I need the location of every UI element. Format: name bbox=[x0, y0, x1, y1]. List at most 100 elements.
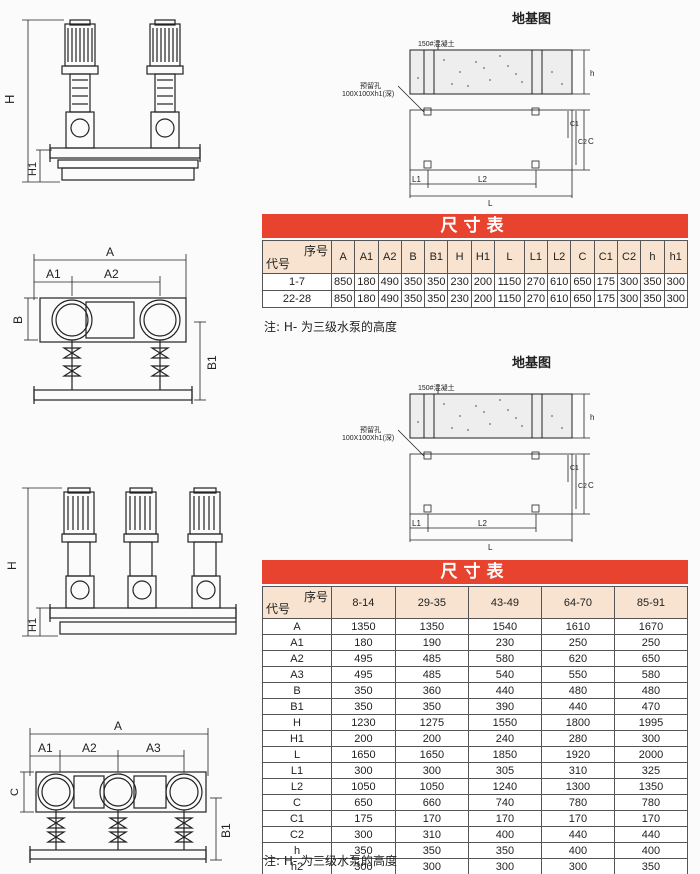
two-pump-side-view: H H1 bbox=[2, 19, 201, 183]
table-cell: 480 bbox=[540, 682, 615, 699]
table2-corner-cell: 序号 代号 bbox=[262, 586, 332, 619]
table-cell: 230 bbox=[467, 634, 542, 651]
table2-col-header: 64-70 bbox=[540, 586, 615, 619]
row-code: B bbox=[262, 682, 332, 699]
table1-col-header: C bbox=[570, 240, 595, 274]
table-cell: 300 bbox=[467, 858, 542, 874]
table-cell: 610 bbox=[547, 273, 572, 291]
row-code: A2 bbox=[262, 650, 332, 667]
table1-col-header: C2 bbox=[616, 240, 642, 274]
table-cell: 230 bbox=[447, 273, 472, 291]
table-cell: 175 bbox=[593, 290, 618, 308]
table-cell: 1350 bbox=[394, 618, 469, 635]
table-cell: 400 bbox=[613, 842, 689, 859]
table-cell: 650 bbox=[570, 290, 595, 308]
table-row: 22-28 850 180 490 350 350 230 200 1150 2… bbox=[262, 290, 689, 308]
table-cell: 300 bbox=[540, 858, 615, 874]
table-cell: 170 bbox=[613, 810, 689, 827]
two-pump-h1-label: H1 bbox=[27, 162, 39, 176]
table-cell: 780 bbox=[613, 794, 689, 811]
table-cell: 1650 bbox=[331, 746, 396, 763]
table-cell: 310 bbox=[394, 826, 469, 843]
table1-col-header: A2 bbox=[377, 240, 402, 274]
table-cell: 350 bbox=[394, 842, 469, 859]
table-cell: 170 bbox=[467, 810, 542, 827]
table-cell: 540 bbox=[467, 666, 542, 683]
row-code: A bbox=[262, 618, 332, 635]
row-code: C2 bbox=[262, 826, 332, 843]
foundation2-concrete-label: 150#混凝土 bbox=[418, 383, 455, 392]
foundation2-hole-label: 预留孔 bbox=[360, 425, 381, 434]
table-cell: 270 bbox=[523, 290, 549, 308]
table1-corner-bottom: 代号 bbox=[266, 257, 291, 271]
table-cell: 2000 bbox=[613, 746, 689, 763]
table-cell: 1610 bbox=[540, 618, 615, 635]
foundation1-l-label: L bbox=[488, 199, 493, 208]
table-cell: 1920 bbox=[540, 746, 615, 763]
table-cell: 190 bbox=[394, 634, 469, 651]
three-pump-side-view: H H1 bbox=[5, 487, 237, 637]
table2-corner-top: 序号 bbox=[303, 590, 328, 604]
three-pump-h-label: H bbox=[5, 561, 19, 570]
foundation-title-1: 地基图 bbox=[512, 12, 552, 27]
table-cell: 1150 bbox=[494, 273, 525, 291]
table-cell: 850 bbox=[330, 273, 356, 291]
foundation2-c1-label: C1 bbox=[570, 465, 579, 472]
table-cell: 1850 bbox=[467, 746, 542, 763]
table-cell: 300 bbox=[394, 858, 469, 874]
table-cell: 350 bbox=[331, 698, 396, 715]
table-cell: 490 bbox=[377, 273, 402, 291]
table2-note: 注: H- 为三级水泵的高度 bbox=[264, 854, 398, 868]
table-cell: 440 bbox=[540, 698, 615, 715]
table-cell: 1800 bbox=[540, 714, 615, 731]
table-cell: 200 bbox=[331, 730, 396, 747]
table-cell: 850 bbox=[330, 290, 356, 308]
table-cell: 400 bbox=[540, 842, 615, 859]
table-cell: 180 bbox=[331, 634, 396, 651]
foundation2-hole-size: 100X100Xh1(深) bbox=[342, 433, 394, 442]
table-cell: 650 bbox=[570, 273, 595, 291]
table1-col-header: H bbox=[447, 240, 472, 274]
table1-col-header: H1 bbox=[470, 240, 496, 274]
row-label: 1-7 bbox=[262, 273, 332, 291]
table-cell: 350 bbox=[400, 273, 426, 291]
table1-col-header: L2 bbox=[547, 240, 572, 274]
foundation1-hole-size: 100X100Xh1(深) bbox=[342, 89, 394, 98]
three-pump-top-view: A A1 A2 A3 C B1 bbox=[9, 720, 233, 863]
table2-col-header: 85-91 bbox=[613, 586, 689, 619]
foundation2-h-label: h bbox=[590, 413, 594, 422]
two-pump-b-label: B bbox=[11, 316, 25, 324]
table-cell: 1275 bbox=[394, 714, 469, 731]
table-cell: 660 bbox=[394, 794, 469, 811]
table-cell: 440 bbox=[467, 682, 542, 699]
table1-col-header: A1 bbox=[354, 240, 379, 274]
table-cell: 310 bbox=[540, 762, 615, 779]
table-cell: 170 bbox=[394, 810, 469, 827]
table-cell: 200 bbox=[470, 273, 496, 291]
table-cell: 1350 bbox=[331, 618, 396, 635]
two-pump-a2-label: A2 bbox=[104, 267, 119, 281]
table-cell: 1050 bbox=[394, 778, 469, 795]
table-cell: 350 bbox=[640, 273, 665, 291]
table-cell: 350 bbox=[394, 698, 469, 715]
foundation1-c1-label: C1 bbox=[570, 121, 579, 128]
table1-col-header: B1 bbox=[424, 240, 449, 274]
table2-col-header: 43-49 bbox=[467, 586, 542, 619]
row-code: L1 bbox=[262, 762, 332, 779]
foundation1-hole-label: 预留孔 bbox=[360, 81, 381, 90]
row-code: B1 bbox=[262, 698, 332, 715]
foundation-title-2: 地基图 bbox=[512, 356, 552, 371]
table-cell: 360 bbox=[394, 682, 469, 699]
three-pump-h1-label: H1 bbox=[27, 618, 39, 632]
table-cell: 470 bbox=[613, 698, 689, 715]
table-cell: 580 bbox=[613, 666, 689, 683]
table2-banner: 尺寸表 bbox=[262, 560, 688, 584]
dimension-table-1: 序号 代号 A A1 A2 B B1 H H1 L L1 L2 C C1 C2 … bbox=[262, 240, 689, 308]
